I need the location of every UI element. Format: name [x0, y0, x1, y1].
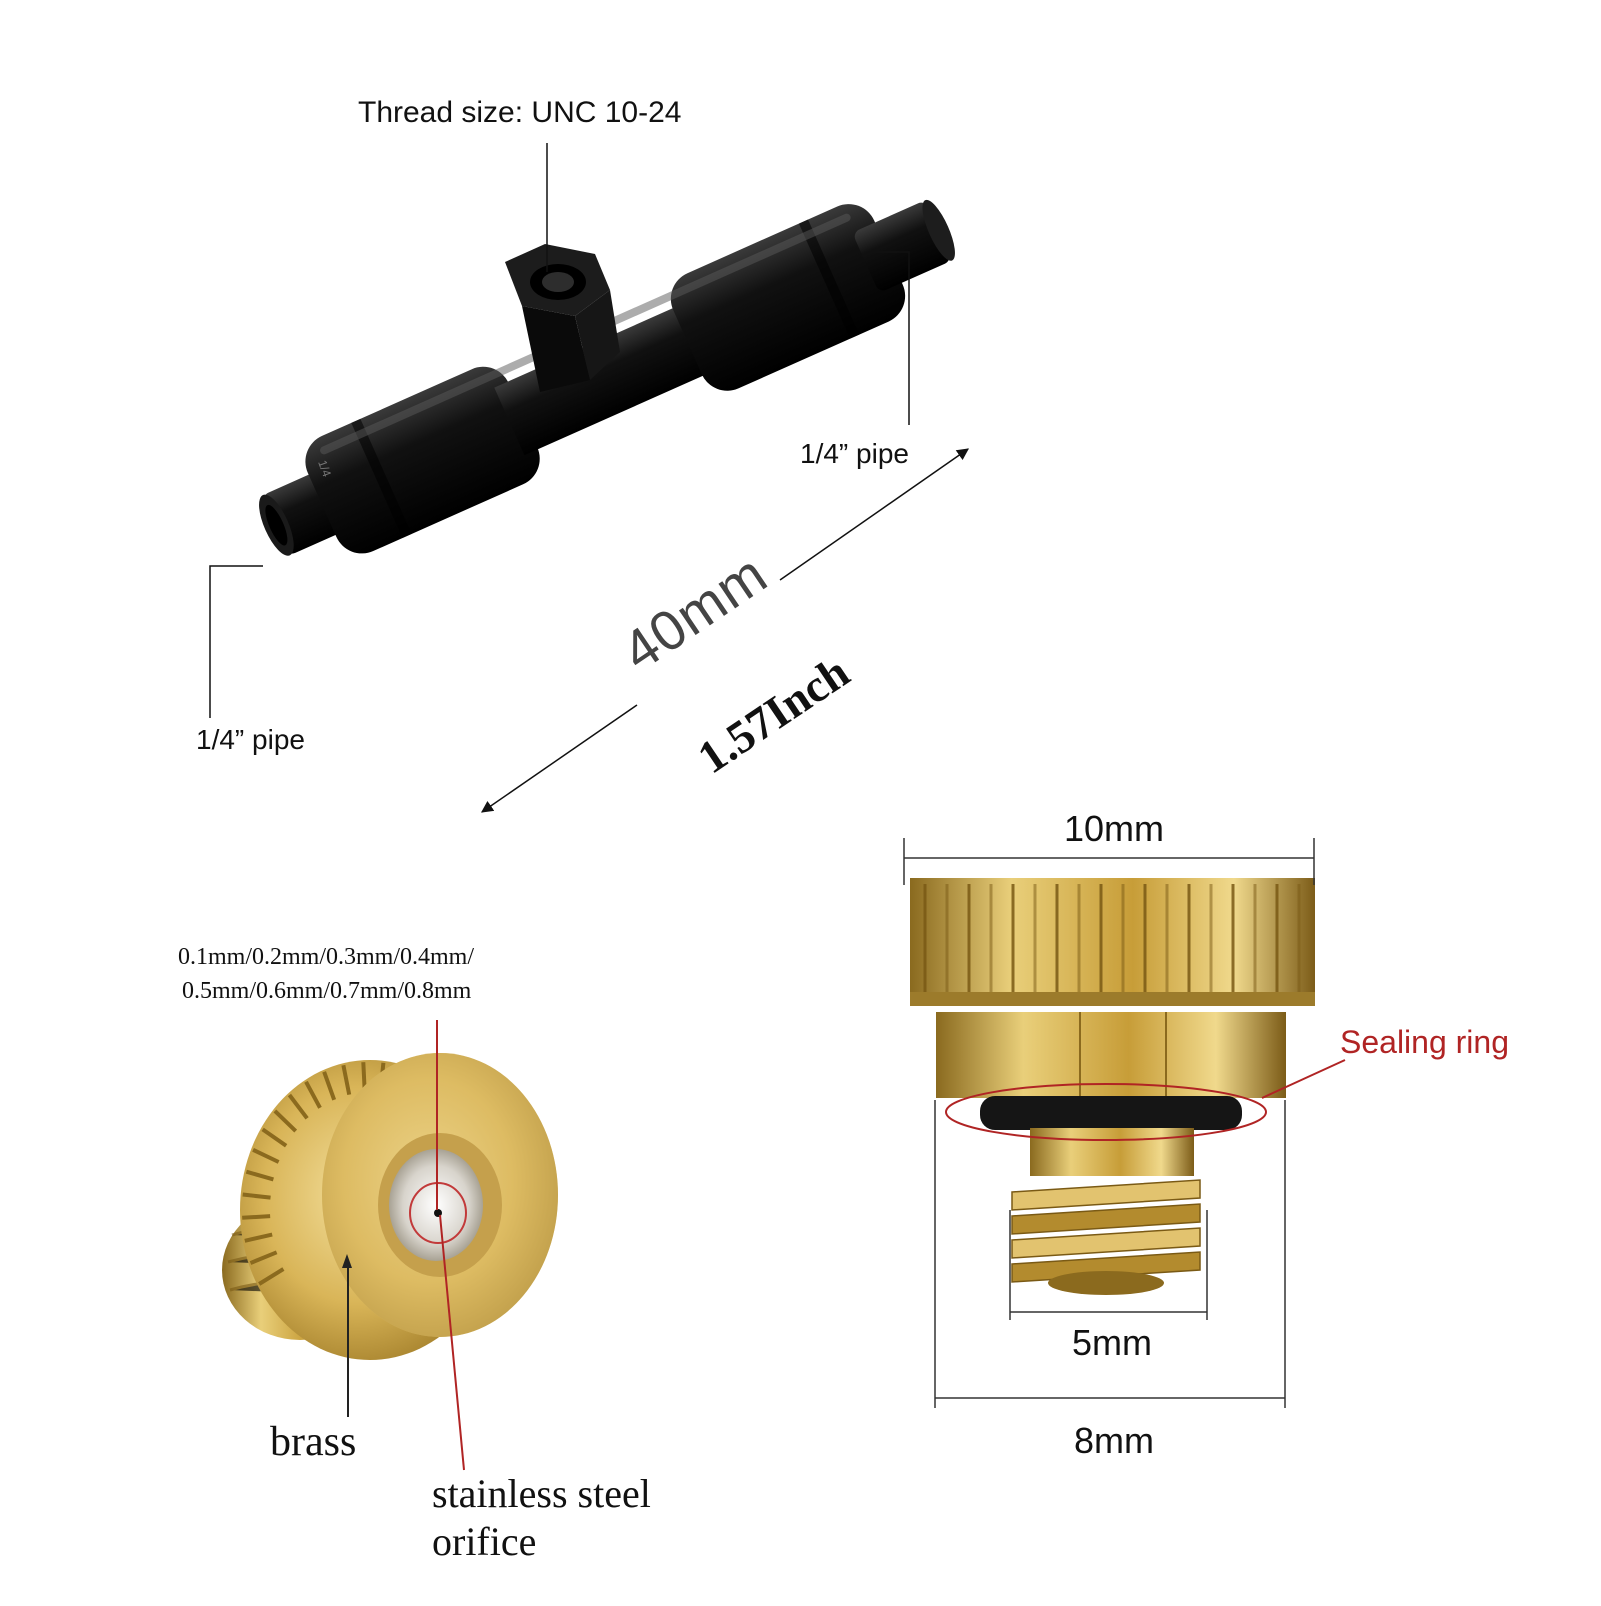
orifice-label-line2: orifice [432, 1519, 537, 1564]
thread-width-label: 5mm [1072, 1322, 1152, 1363]
nozzle-front-leaders [347, 1020, 465, 1471]
length-arrow-lower [481, 704, 638, 813]
right-pipe-leader-line [868, 251, 910, 425]
sealing-ring-label: Sealing ring [1340, 1024, 1509, 1060]
nozzle-side-image [910, 878, 1346, 1295]
left-pipe-leader-line [209, 565, 263, 718]
nozzle-front-image [222, 1053, 558, 1360]
left-pipe-label: 1/4” pipe [196, 724, 305, 755]
brass-label: brass [270, 1419, 357, 1465]
body-mark-text: 1/4 [315, 458, 334, 479]
length-arrow-upper [779, 448, 969, 581]
orifice-sizes-line1: 0.1mm/0.2mm/0.3mm/0.4mm/ [178, 944, 475, 970]
orifice-leader [439, 1214, 465, 1471]
orifice-label-line1: stainless steel [432, 1471, 651, 1516]
thread-size-label: Thread size: UNC 10-24 [358, 96, 682, 129]
base-width-label: 8mm [1074, 1420, 1154, 1461]
tee-fitting [259, 199, 955, 556]
top-width-label: 10mm [1064, 808, 1165, 849]
brass-leader-tip [342, 1254, 352, 1268]
right-pipe-label: 1/4” pipe [800, 438, 909, 469]
orifice-sizes-line2: 0.5mm/0.6mm/0.7mm/0.8mm [182, 978, 472, 1004]
tee-leader-lines [209, 143, 910, 718]
nozzle-side-dimension-lines [903, 838, 1315, 1408]
